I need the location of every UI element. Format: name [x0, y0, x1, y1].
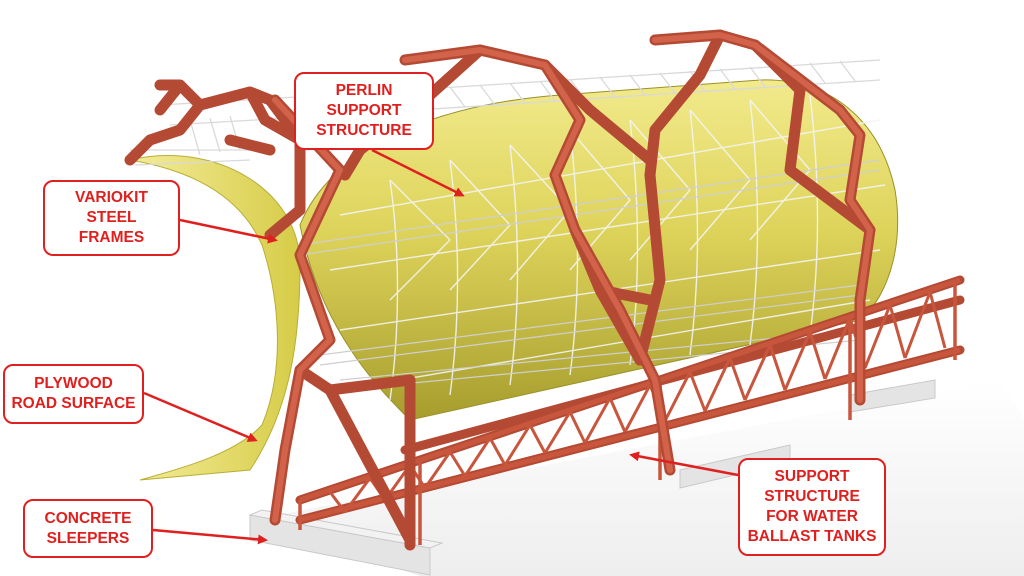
callout-perlin-support-structure: PERLIN SUPPORT STRUCTURE [294, 72, 434, 150]
callout-variokit-steel-frames: VARIOKIT STEEL FRAMES [43, 180, 180, 256]
arrow-icon [629, 451, 739, 477]
callout-arrows [143, 148, 739, 545]
arrow-icon [143, 391, 258, 442]
arrow-icon [179, 218, 278, 244]
callout-plywood-road-surface: PLYWOOD ROAD SURFACE [3, 364, 144, 424]
variokit-steel-frames-highlight [272, 32, 873, 523]
callout-ballast-support-structure: SUPPORT STRUCTURE FOR WATER BALLAST TANK… [738, 458, 886, 556]
arrow-icon [371, 148, 465, 197]
arrow-icon [152, 528, 268, 545]
callout-concrete-sleepers: CONCRETE SLEEPERS [23, 499, 153, 558]
